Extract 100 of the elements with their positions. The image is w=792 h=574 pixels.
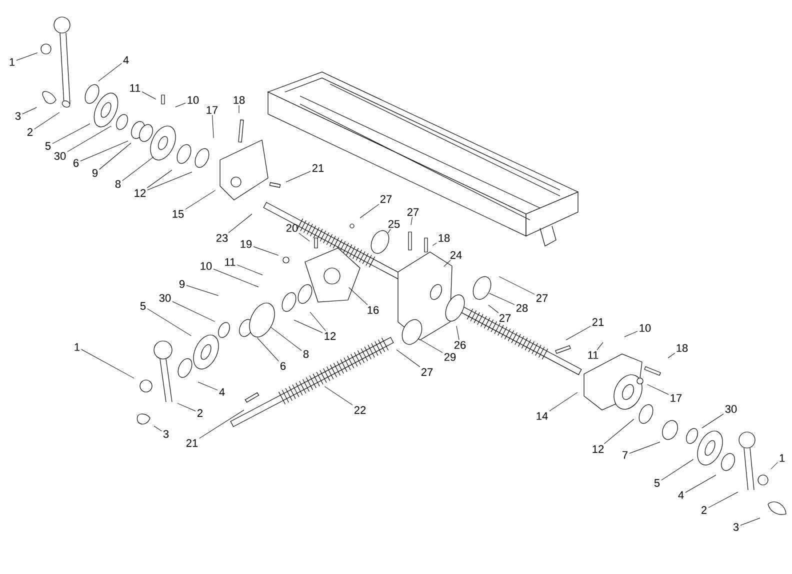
callout-number: 2: [702, 506, 707, 514]
callout-number: 26: [454, 341, 466, 349]
callout-number: 18: [234, 96, 245, 104]
leader-line: [489, 293, 515, 305]
callout-number: 1: [74, 343, 80, 351]
callout-number: 18: [438, 234, 450, 242]
callout-number: 11: [588, 351, 598, 359]
callout-number: 12: [324, 332, 336, 340]
callout-number: 25: [388, 220, 400, 228]
leader-line: [566, 326, 591, 340]
leader-line: [212, 114, 214, 138]
leader-line: [177, 402, 196, 412]
leader-line: [348, 287, 368, 306]
leader-line: [213, 268, 259, 288]
leader-line: [685, 474, 716, 493]
leader-line: [444, 260, 451, 267]
leader-line: [186, 285, 219, 296]
callout-number: 14: [536, 412, 548, 420]
callout-number: 27: [421, 368, 433, 376]
callout-number: 5: [45, 142, 51, 150]
leader-line: [147, 172, 192, 190]
leader-line: [172, 301, 216, 322]
leader-line: [702, 414, 724, 428]
callout-number: 20: [286, 224, 298, 232]
callout-number: 1: [10, 58, 15, 66]
leader-line: [154, 426, 162, 432]
leader-line: [257, 338, 279, 362]
callout-number: 16: [368, 306, 379, 314]
callout-number: 1: [780, 454, 785, 462]
callout-number: 30: [725, 405, 737, 413]
callout-number: 24: [450, 251, 462, 259]
callout-number: 5: [654, 479, 660, 487]
leader-line: [708, 492, 738, 508]
leader-line: [456, 326, 460, 340]
leader-line: [238, 104, 240, 114]
leader-line: [324, 386, 353, 406]
callout-number: 21: [312, 164, 324, 172]
leader-line: [396, 349, 420, 368]
leader-line: [624, 330, 638, 338]
leader-line: [80, 140, 128, 162]
callout-number: 2: [28, 128, 33, 136]
callout-number: 9: [179, 280, 185, 288]
callout-number: 27: [499, 314, 511, 322]
callout-number: 3: [733, 523, 739, 531]
callout-number: 10: [200, 262, 212, 270]
leader-line: [253, 246, 279, 256]
callout-number: 23: [216, 234, 228, 242]
leader-line: [294, 320, 323, 333]
leader-line: [199, 410, 244, 439]
callout-number: 7: [622, 451, 628, 459]
callout-number: 17: [670, 394, 682, 402]
leader-line: [410, 216, 412, 226]
leader-line: [770, 462, 778, 470]
callout-number: 12: [134, 189, 146, 197]
callout-number: 3: [15, 112, 21, 120]
leader-line: [146, 170, 172, 188]
callout-number: 22: [354, 406, 366, 414]
callout-number: 10: [188, 96, 199, 104]
leader-line: [488, 304, 499, 314]
callout-number: 21: [592, 318, 604, 326]
callout-number: 10: [640, 324, 651, 332]
leader-line: [99, 142, 132, 170]
leader-line: [98, 63, 122, 82]
leader-line: [661, 459, 694, 480]
callout-number: 29: [444, 353, 456, 361]
leader-line: [549, 392, 578, 412]
leader-line: [122, 156, 154, 181]
leader-line: [142, 92, 156, 100]
callout-number: 28: [516, 304, 528, 312]
callout-number: 30: [159, 294, 171, 302]
callout-number: 4: [219, 388, 225, 396]
leader-line: [740, 518, 760, 526]
callout-number: 18: [676, 344, 688, 352]
callout-number: 21: [186, 439, 198, 447]
leader-line: [596, 342, 604, 350]
leader-line: [147, 308, 192, 336]
leader-line: [67, 126, 112, 152]
leader-line: [236, 264, 263, 276]
leader-line: [175, 102, 186, 108]
callout-number: 11: [130, 84, 140, 92]
callout-number: 5: [140, 302, 146, 310]
leader-line: [604, 418, 634, 444]
leader-line: [81, 349, 134, 378]
callout-number: 27: [380, 195, 392, 203]
leader-line: [228, 214, 252, 234]
leader-line: [310, 312, 326, 332]
callout-number: 30: [54, 152, 66, 160]
leader-line: [498, 276, 535, 295]
leader-line: [185, 190, 216, 210]
leader-line: [198, 382, 218, 390]
leader-line: [52, 124, 90, 144]
callout-number: 19: [240, 240, 252, 248]
callout-number: 3: [163, 430, 169, 438]
callout-number: 2: [198, 409, 203, 417]
leader-line: [420, 340, 443, 353]
callout-number: 11: [225, 258, 236, 266]
leader-line: [16, 52, 38, 61]
leader-line: [668, 352, 675, 358]
callout-number: 27: [536, 294, 548, 302]
leader-line: [22, 107, 37, 114]
